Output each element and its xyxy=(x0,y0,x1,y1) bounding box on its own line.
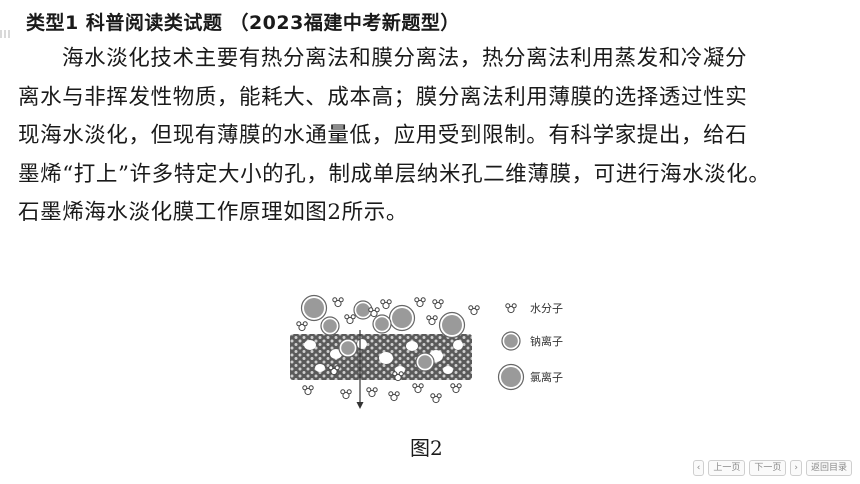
passage-line: 现海水淡化，但现有薄膜的水通量低，应用受到限制。有科学家提出，给石 xyxy=(18,123,748,148)
prev-page-button[interactable]: 上一页 xyxy=(708,460,746,476)
passage-line: 离水与非挥发性物质，能耗大、成本高；膜分离法利用薄膜的选择透过性实 xyxy=(18,84,748,110)
membrane-diagram: 水分子 钠离子 氯离子 xyxy=(290,290,590,415)
figure-caption: 图2 xyxy=(410,436,443,460)
page-title: 类型1 科普阅读类试题 （2023福建中考新题型） xyxy=(26,12,460,34)
legend-water-label: 水分子 xyxy=(530,302,563,315)
passage-line: 海水淡化技术主要有热分离法和膜分离法，热分离法利用蒸发和冷凝分 xyxy=(62,46,748,71)
legend-sodium-label: 钠离子 xyxy=(530,334,563,348)
passage-line: 墨烯“打上”许多特定大小的孔，制成单层纳米孔二维薄膜，可进行海水淡化。 xyxy=(18,161,771,187)
passage: 海水淡化技术主要有热分离法和膜分离法，热分离法利用蒸发和冷凝分 离水与非挥发性物… xyxy=(18,40,852,233)
sodium-ion-icon xyxy=(501,331,521,351)
water-molecule-icon xyxy=(505,303,517,314)
legend-chlorine-label: 氯离子 xyxy=(530,370,563,384)
corner-decoration xyxy=(0,30,12,38)
graphene-membrane xyxy=(290,334,472,380)
chlorine-ion-icon xyxy=(497,363,525,391)
membrane-diagram-svg: 水分子 钠离子 氯离子 xyxy=(290,294,563,409)
next-page-button[interactable]: 下一页 xyxy=(749,460,787,476)
slide-navigation: ‹ 上一页 下一页 › 返回目录 xyxy=(692,460,852,476)
flow-arrow xyxy=(356,330,364,409)
legend: 水分子 钠离子 氯离子 xyxy=(497,302,563,391)
next-arrow-button[interactable]: › xyxy=(790,460,802,476)
passage-line: 石墨烯海水淡化膜工作原理如图2所示。 xyxy=(18,200,408,225)
prev-arrow-button[interactable]: ‹ xyxy=(692,460,705,476)
back-to-contents-button[interactable]: 返回目录 xyxy=(805,460,852,476)
